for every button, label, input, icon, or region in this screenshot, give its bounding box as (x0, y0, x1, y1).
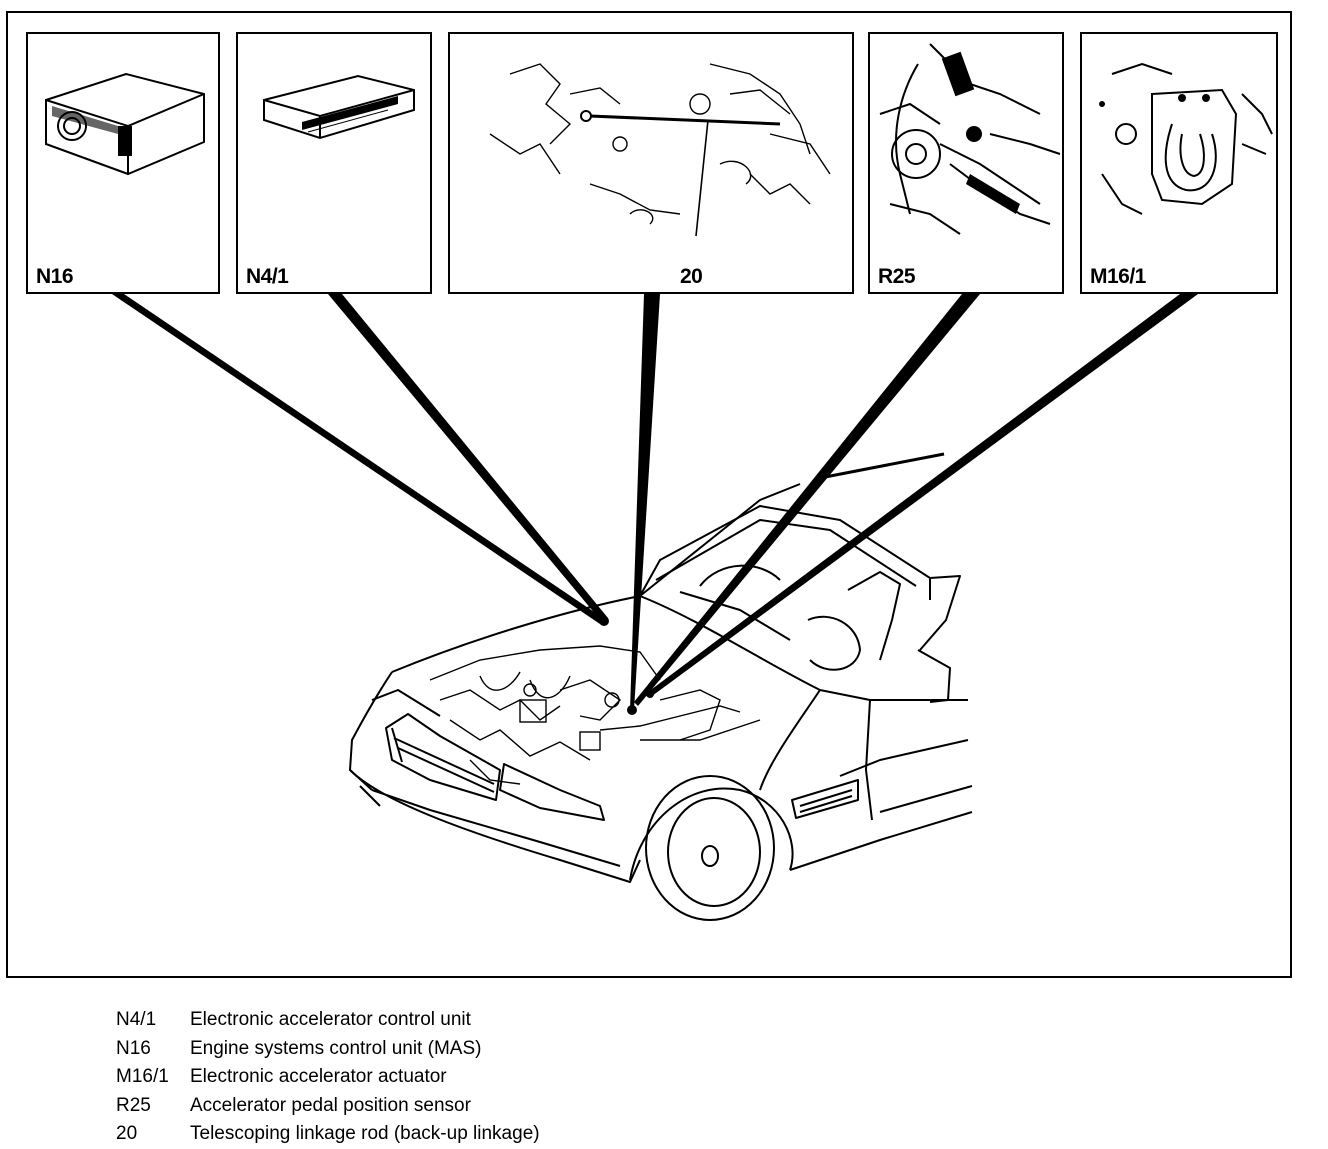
legend-description: Engine systems control unit (MAS) (190, 1037, 482, 1059)
panel-label-n16: N16 (36, 265, 74, 288)
legend-row: N16 Engine systems control unit (MAS) (116, 1035, 540, 1064)
legend-code: 20 (116, 1123, 138, 1144)
diagram-frame (6, 11, 1292, 978)
panel-label-n41: N4/1 (246, 265, 289, 288)
leader-m161 (648, 294, 1198, 696)
panel-label-r25: R25 (878, 265, 916, 288)
legend-code: N16 (116, 1037, 151, 1059)
legend-code: R25 (116, 1094, 151, 1116)
panel-n41: N4/1 (236, 32, 432, 294)
legend: N4/1 Electronic accelerator control unit… (116, 1006, 540, 1149)
legend-description: Electronic accelerator control unit (190, 1009, 471, 1030)
legend-row: 20 Telescoping linkage rod (back-up link… (116, 1120, 540, 1149)
leader-n16 (112, 294, 606, 624)
panel-rod: 20 (448, 32, 854, 294)
car-outline (349, 452, 973, 921)
leader-r25 (634, 294, 980, 706)
panel-label-rod: 20 (680, 265, 703, 288)
leader-rod (630, 294, 660, 710)
panel-r25: R25 (868, 32, 1064, 294)
pointer-dot-m161 (646, 690, 654, 698)
actuator-image (1099, 62, 1273, 215)
legend-row: M16/1 Electronic accelerator actuator (116, 1063, 540, 1092)
legend-description: Electronic accelerator actuator (190, 1066, 447, 1087)
car-illustration (112, 294, 1198, 921)
legend-description: Accelerator pedal position sensor (190, 1094, 471, 1116)
leader-n41 (328, 294, 608, 622)
panel-label-m161: M16/1 (1090, 265, 1146, 288)
panel-n16: N16 (26, 32, 220, 294)
pointer-dot-rod (627, 705, 637, 715)
linkage-rod-image (489, 63, 831, 237)
pointer-dot-n16 (599, 616, 609, 626)
legend-row: R25 Accelerator pedal position sensor (116, 1092, 540, 1121)
legend-description: Telescoping linkage rod (back-up linkage… (190, 1123, 540, 1144)
panel-m161: M16/1 (1080, 32, 1278, 294)
legend-code: N4/1 (116, 1009, 157, 1030)
legend-row: N4/1 Electronic accelerator control unit (116, 1006, 540, 1035)
control-unit-box-image (45, 72, 205, 176)
pedal-sensor-image (879, 43, 1061, 235)
leader-lines (112, 294, 1198, 710)
legend-code: M16/1 (116, 1066, 169, 1087)
engine-bay-detail (429, 645, 761, 785)
control-unit-module-image (263, 74, 415, 140)
